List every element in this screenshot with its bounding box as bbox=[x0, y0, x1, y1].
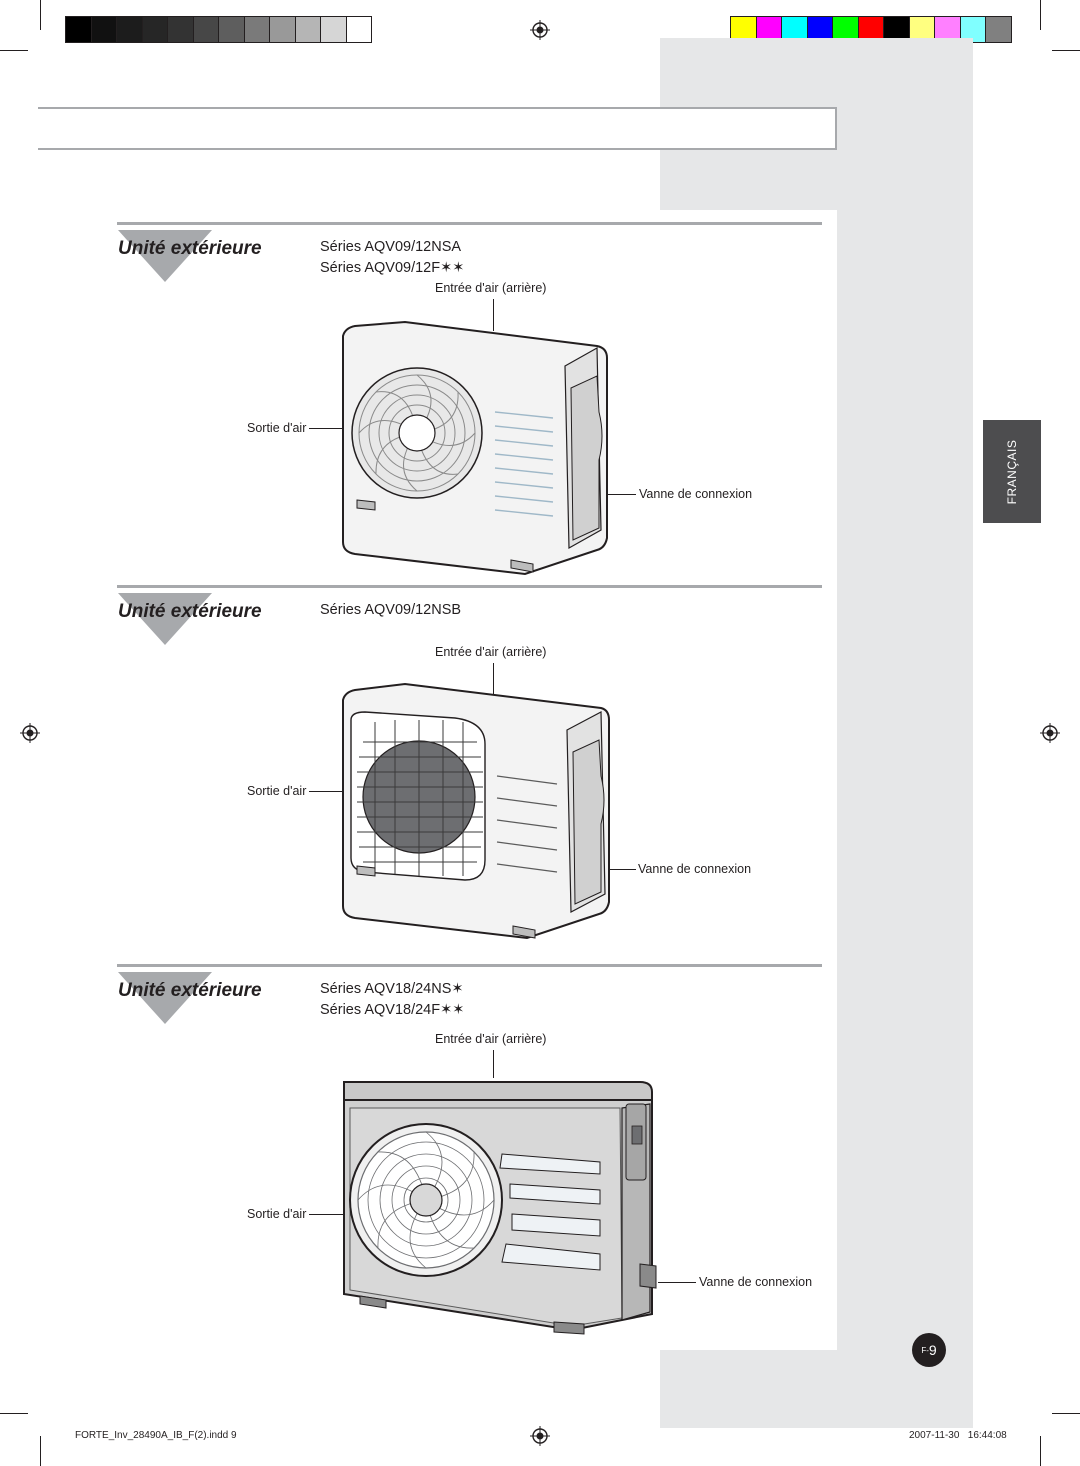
title-box bbox=[38, 107, 837, 150]
callout-line bbox=[658, 1282, 696, 1283]
series-list: Séries AQV18/24NS✶ Séries AQV18/24F✶✶ bbox=[320, 979, 464, 1021]
color-swatch bbox=[295, 17, 321, 42]
color-swatch bbox=[782, 17, 808, 42]
section-heading: Unité extérieure bbox=[118, 601, 262, 622]
color-swatch bbox=[91, 17, 117, 42]
footer-time: 16:44:08 bbox=[967, 1430, 1007, 1441]
series-list: Séries AQV09/12NSB bbox=[320, 600, 461, 621]
grey-color-bar bbox=[65, 16, 372, 43]
outdoor-unit-illustration bbox=[343, 1081, 657, 1335]
valve-label: Vanne de connexion bbox=[699, 1275, 813, 1289]
footer-file-name: FORTE_Inv_28490A_IB_F(2).indd 9 bbox=[75, 1430, 237, 1441]
registration-mark-icon bbox=[20, 723, 40, 743]
series-list: Séries AQV09/12NSA Séries AQV09/12F✶✶ bbox=[320, 237, 464, 279]
air-outlet-label: Sortie d'air bbox=[247, 421, 307, 435]
color-swatch bbox=[168, 17, 194, 42]
page-number-badge: F-9 bbox=[912, 1333, 946, 1367]
color-swatch bbox=[193, 17, 219, 42]
page-number-prefix: F- bbox=[921, 1345, 929, 1355]
color-swatch bbox=[858, 17, 884, 42]
content-backdrop bbox=[660, 210, 837, 1350]
footer-timestamp: 2007-11-30 16:44:08 bbox=[909, 1430, 1007, 1441]
crop-mark bbox=[0, 50, 28, 51]
series-line: Séries AQV09/12NSB bbox=[320, 602, 462, 618]
crop-mark bbox=[40, 1436, 41, 1466]
callout-line bbox=[598, 494, 636, 495]
series-line: Séries AQV09/12NSA bbox=[320, 239, 462, 255]
color-swatch bbox=[884, 17, 910, 42]
callout-line bbox=[598, 869, 636, 870]
section-heading: Unité extérieure bbox=[118, 980, 262, 1001]
outdoor-unit-illustration bbox=[342, 320, 608, 576]
callout-line bbox=[493, 663, 494, 695]
section-triangle bbox=[118, 972, 212, 1024]
air-inlet-label: Entrée d'air (arrière) bbox=[435, 281, 547, 295]
color-swatch bbox=[219, 17, 245, 42]
callout-line bbox=[493, 299, 494, 331]
valve-label: Vanne de connexion bbox=[638, 862, 752, 876]
series-line: Séries AQV18/24NS✶ bbox=[320, 981, 464, 997]
crop-mark bbox=[1040, 1436, 1041, 1466]
color-swatch bbox=[986, 17, 1011, 42]
air-inlet-label: Entrée d'air (arrière) bbox=[435, 1032, 547, 1046]
crop-mark bbox=[1040, 0, 1041, 30]
color-swatch bbox=[346, 17, 371, 42]
color-swatch bbox=[321, 17, 347, 42]
registration-mark-icon bbox=[530, 1426, 550, 1446]
color-swatch bbox=[756, 17, 782, 42]
color-swatch bbox=[731, 17, 757, 42]
registration-mark-icon bbox=[530, 20, 550, 40]
series-line: Séries AQV18/24F✶✶ bbox=[320, 1002, 465, 1018]
color-swatch bbox=[142, 17, 168, 42]
air-outlet-label: Sortie d'air bbox=[247, 784, 307, 798]
section-heading: Unité extérieure bbox=[118, 238, 262, 259]
color-swatch bbox=[960, 17, 986, 42]
color-swatch bbox=[270, 17, 296, 42]
crop-mark bbox=[1052, 1413, 1080, 1414]
footer-date: 2007-11-30 bbox=[909, 1430, 960, 1441]
registration-mark-icon bbox=[1040, 723, 1060, 743]
color-swatch bbox=[833, 17, 859, 42]
process-color-bar bbox=[730, 16, 1012, 43]
color-swatch bbox=[909, 17, 935, 42]
color-swatch bbox=[66, 17, 92, 42]
series-line: Séries AQV09/12F✶✶ bbox=[320, 260, 465, 276]
language-tab: FRANÇAIS bbox=[983, 420, 1041, 523]
page-number: 9 bbox=[928, 1342, 937, 1358]
color-swatch bbox=[244, 17, 270, 42]
crop-mark bbox=[40, 0, 41, 30]
color-swatch bbox=[935, 17, 961, 42]
outdoor-unit-illustration bbox=[342, 682, 610, 940]
crop-mark bbox=[0, 1413, 28, 1414]
crop-mark bbox=[1052, 50, 1080, 51]
language-tab-label: FRANÇAIS bbox=[1005, 439, 1019, 504]
callout-line bbox=[493, 1050, 494, 1078]
section-triangle bbox=[118, 593, 212, 645]
section-triangle bbox=[118, 230, 212, 282]
color-swatch bbox=[807, 17, 833, 42]
section-rule bbox=[117, 222, 822, 225]
section-rule bbox=[117, 585, 822, 588]
valve-label: Vanne de connexion bbox=[639, 487, 753, 501]
color-swatch bbox=[117, 17, 143, 42]
air-inlet-label: Entrée d'air (arrière) bbox=[435, 645, 547, 659]
section-rule bbox=[117, 964, 822, 967]
air-outlet-label: Sortie d'air bbox=[247, 1207, 307, 1221]
